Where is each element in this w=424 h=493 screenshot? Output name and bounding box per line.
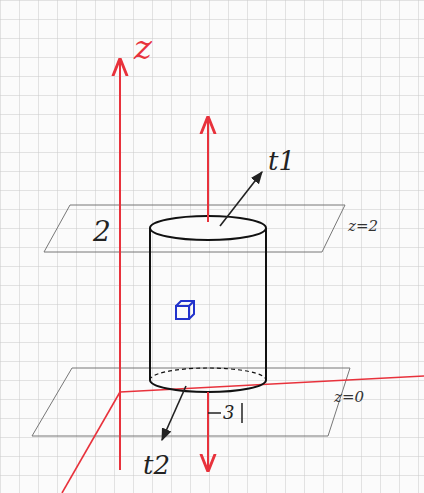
plane-z2 (44, 205, 345, 252)
vector-label: t2 (143, 452, 170, 478)
plane-z0 (32, 368, 350, 436)
dimension-tick (241, 403, 243, 423)
cylinder-bottom-front (150, 380, 266, 392)
z-axis (119, 60, 121, 470)
vector-label: t1 (268, 148, 295, 174)
dimension-label: 2 (93, 218, 111, 246)
volume-element (176, 301, 194, 319)
axis-label: z (134, 30, 152, 64)
dimension-tick (208, 412, 221, 414)
t2-vector (162, 386, 186, 440)
normal-up (207, 118, 209, 222)
y-axis (120, 376, 424, 392)
dimension-label: 3 (223, 404, 234, 422)
plane-label: z=2 (348, 219, 378, 234)
normal-down (207, 392, 209, 470)
x-axis (62, 392, 120, 493)
cylinder-bottom-back (150, 368, 266, 380)
plane-label: z=0 (334, 390, 364, 405)
t1-vector (220, 172, 262, 226)
cylinder-side (150, 228, 266, 380)
